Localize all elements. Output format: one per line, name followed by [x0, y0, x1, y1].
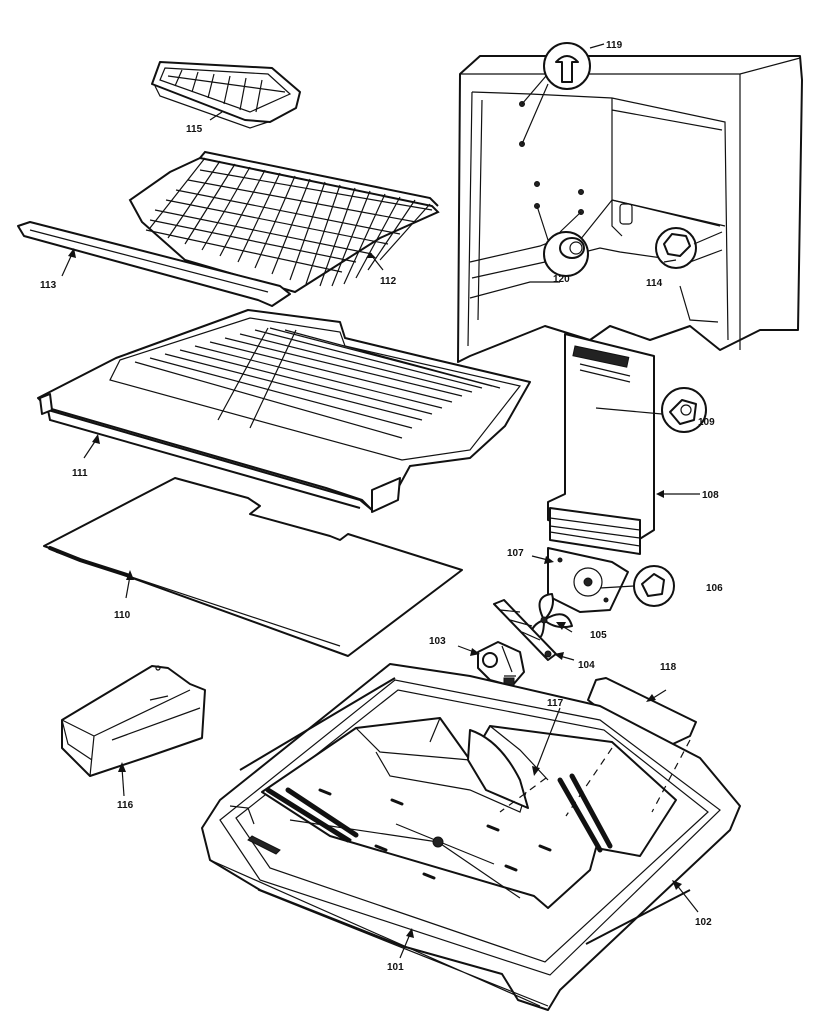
evaporator-cover: [547, 333, 707, 555]
leader-lines: [61, 43, 700, 959]
label-105: 105: [590, 630, 607, 641]
label-116: 116: [117, 800, 134, 811]
refrigerator-cabinet: [457, 42, 803, 363]
label-106: 106: [706, 583, 723, 594]
label-111: 111: [72, 468, 88, 479]
part-labels: 101 102 103 104 105 106 107 108 109 110 …: [40, 40, 723, 973]
label-102: 102: [695, 917, 712, 928]
glass-shelf-assembly: [37, 309, 531, 513]
fan-blade: [529, 593, 573, 640]
motor-bracket: [493, 599, 557, 661]
fan-motor: [477, 641, 525, 687]
label-119: 119: [606, 40, 623, 51]
label-120: 120: [553, 274, 570, 285]
ice-cube-tray: [151, 61, 301, 129]
label-107: 107: [507, 548, 524, 559]
label-104: 104: [578, 660, 595, 671]
label-109: 109: [698, 417, 715, 428]
label-114: 114: [646, 278, 663, 289]
glass-panel: [43, 477, 463, 657]
base-tray-assembly: [201, 663, 741, 1011]
label-101: 101: [387, 962, 404, 973]
fan-bracket: [547, 547, 675, 613]
label-103: 103: [429, 636, 446, 647]
crisper-drawer: [61, 665, 206, 777]
label-117: 117: [547, 698, 564, 709]
shelf-trim-strip: [17, 221, 291, 307]
label-112: 112: [380, 276, 397, 287]
label-115: 115: [186, 124, 203, 135]
label-108: 108: [702, 490, 719, 501]
label-113: 113: [40, 280, 57, 291]
label-110: 110: [114, 610, 131, 621]
label-118: 118: [660, 662, 677, 673]
